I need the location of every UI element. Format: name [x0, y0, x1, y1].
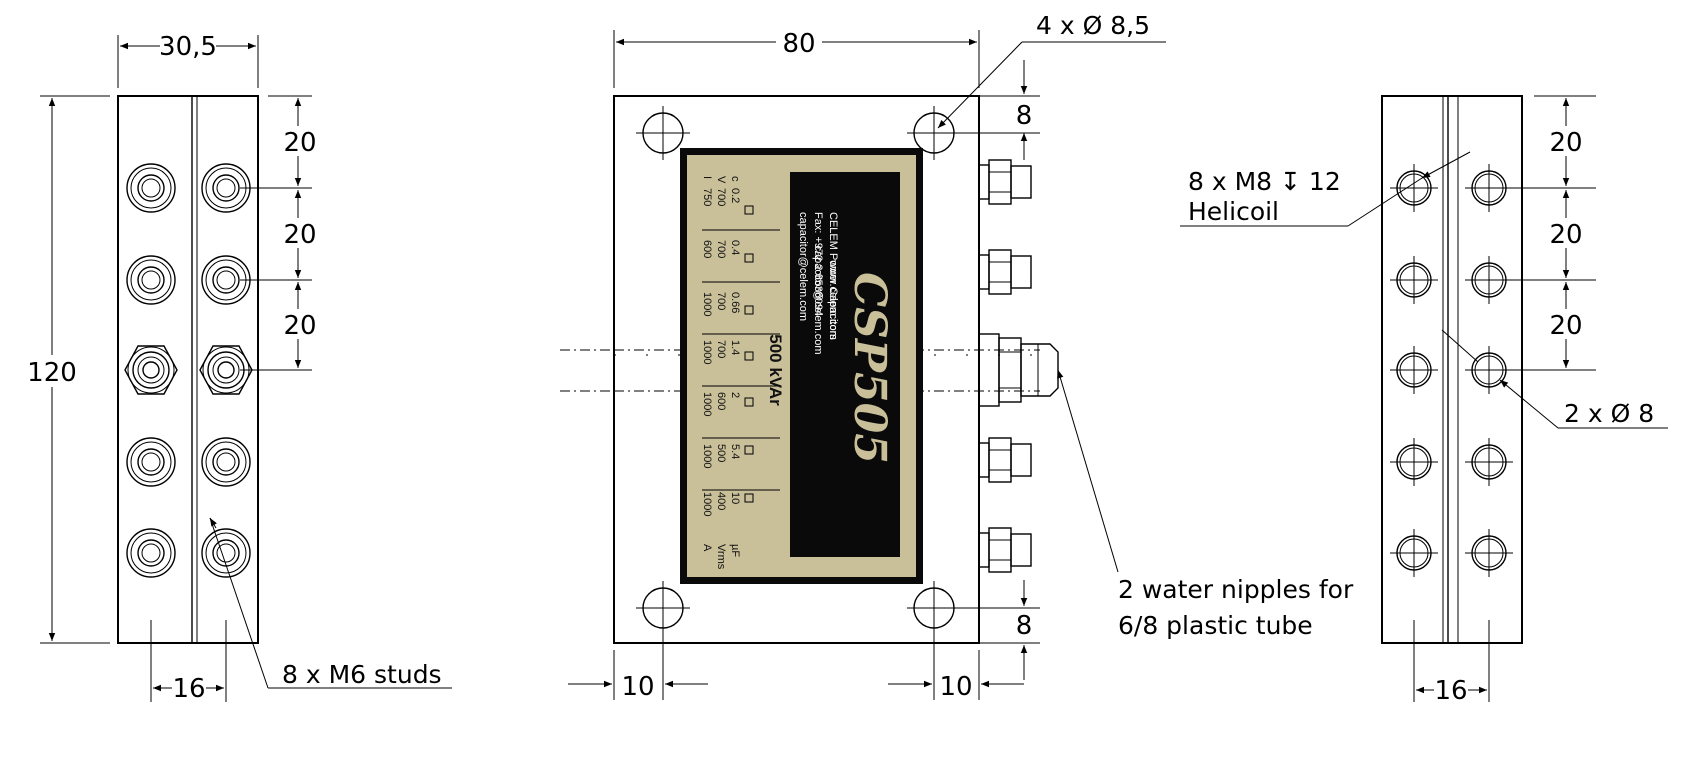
stud-icon [126, 255, 176, 305]
svg-text:0.2: 0.2 [729, 188, 741, 203]
callout-mount-holes: 4 x Ø 8,5 [1036, 11, 1150, 40]
dim-right-pitch-2: 20 [1549, 220, 1582, 250]
label-model: CSP505 [844, 272, 895, 464]
dim-front-right-offset: 10 [939, 672, 972, 702]
svg-text:0.66: 0.66 [729, 292, 741, 313]
front-view: CSP505 www.celem.com capacitor@celem.com… [560, 11, 1354, 702]
dim-right-pitch-1: 20 [1549, 128, 1582, 158]
threaded-hole-icon [1389, 255, 1439, 305]
svg-text:700: 700 [715, 188, 727, 206]
stud-icon [201, 437, 251, 487]
svg-text:I: I [701, 176, 713, 179]
svg-text:1000: 1000 [701, 340, 713, 364]
svg-text:A: A [701, 544, 713, 552]
threaded-hole-icon [1464, 528, 1514, 578]
dim-front-bottom-offset: 8 [1016, 611, 1033, 641]
svg-text:1000: 1000 [701, 492, 713, 516]
dim-right-pitch-3: 20 [1549, 311, 1582, 341]
label-option-1: 0.4 700 600 [701, 240, 754, 263]
label-company: CELEM Power Capacitors [827, 212, 839, 340]
hex-stud-icon [124, 345, 178, 395]
label-fax: Fax: +972 2 6536094 [812, 212, 824, 316]
dim-front-top-offset: 8 [1016, 101, 1033, 131]
svg-text:500: 500 [715, 444, 727, 462]
label-option-0: 0.2 700 750 [701, 188, 754, 215]
callout-pin-holes: 2 x Ø 8 [1564, 399, 1654, 428]
nameplate-dark-panel [790, 172, 900, 557]
label-email-2: capacitor@celem.com [812, 246, 824, 355]
svg-text:5.4: 5.4 [729, 444, 741, 459]
svg-text:Vrms: Vrms [715, 544, 727, 570]
callout-nipples-line1: 2 water nipples for [1118, 575, 1354, 604]
dim-left-pitch-1: 20 [283, 128, 316, 158]
svg-text:1000: 1000 [701, 392, 713, 416]
callout-nipples-line2: 6/8 plastic tube [1118, 611, 1313, 640]
svg-text:600: 600 [715, 392, 727, 410]
label-option-3: 1.4 700 1000 [701, 340, 754, 364]
threaded-hole-icon [1464, 255, 1514, 305]
callout-helicoil-line2: Helicoil [1188, 197, 1279, 226]
left-view: 30,5 120 20 20 20 16 8 x M6 studs [20, 30, 452, 704]
svg-text:c: c [729, 176, 741, 182]
stud-icon [126, 528, 176, 578]
svg-text:0.4: 0.4 [729, 240, 741, 255]
svg-text:400: 400 [715, 492, 727, 510]
right-holes [1389, 163, 1514, 578]
threaded-hole-icon [1464, 437, 1514, 487]
svg-text:V: V [715, 176, 727, 184]
svg-text:10: 10 [729, 492, 741, 504]
svg-text:700: 700 [715, 340, 727, 358]
right-view: 20 20 20 16 8 x M8 ↧ 12 Helicoil 2 x Ø 8 [1180, 95, 1668, 706]
pin-hole-icon [1464, 345, 1514, 395]
threaded-hole-icon [1464, 163, 1514, 213]
left-studs [124, 163, 253, 578]
dim-right-spacing: 16 [1434, 676, 1467, 706]
svg-text:700: 700 [715, 292, 727, 310]
svg-text:µF: µF [729, 544, 741, 557]
terminal-stud-icon [978, 437, 1032, 483]
dim-left-width: 30,5 [159, 32, 217, 62]
stud-icon [126, 437, 176, 487]
svg-text:700: 700 [715, 240, 727, 258]
mount-hole-icon [906, 580, 962, 636]
label-option-5: 5.4 500 1000 [701, 444, 754, 468]
svg-text:1000: 1000 [701, 292, 713, 316]
terminal-stud-icon [978, 159, 1032, 205]
dim-left-pitch-2: 20 [283, 220, 316, 250]
water-nipple-icon [978, 333, 1059, 407]
label-units: µF Vrms A [701, 544, 741, 570]
dim-front-left-offset: 10 [621, 672, 654, 702]
dim-front-width: 80 [782, 29, 815, 59]
pin-hole-icon [1389, 345, 1439, 395]
svg-text:2: 2 [729, 392, 741, 398]
stud-icon [126, 163, 176, 213]
terminal-stud-icon [978, 527, 1032, 573]
svg-text:750: 750 [701, 188, 713, 206]
threaded-hole-icon [1389, 163, 1439, 213]
dim-left-spacing: 16 [172, 674, 205, 704]
label-option-6: 10 400 1000 [701, 492, 754, 516]
label-rating: 500 kVAr [766, 334, 785, 406]
dim-left-height: 120 [27, 358, 77, 388]
label-row-headers: c V I [701, 176, 741, 184]
nameplate [680, 148, 923, 584]
callout-studs: 8 x M6 studs [282, 660, 442, 689]
label-option-2: 0.66 700 1000 [701, 292, 754, 316]
label-option-4: 2 600 1000 [701, 392, 754, 416]
callout-helicoil-line1: 8 x M8 ↧ 12 [1188, 167, 1341, 196]
svg-text:1.4: 1.4 [729, 340, 741, 355]
threaded-hole-icon [1389, 437, 1439, 487]
threaded-hole-icon [1389, 528, 1439, 578]
svg-text:1000: 1000 [701, 444, 713, 468]
svg-text:600: 600 [701, 240, 713, 258]
terminal-stud-icon [978, 249, 1032, 295]
stud-icon [201, 528, 251, 578]
label-email: capacitor@celem.com [797, 212, 809, 321]
mount-hole-icon [635, 580, 691, 636]
dim-left-pitch-3: 20 [283, 311, 316, 341]
label-website: www.celem.com [827, 259, 839, 339]
